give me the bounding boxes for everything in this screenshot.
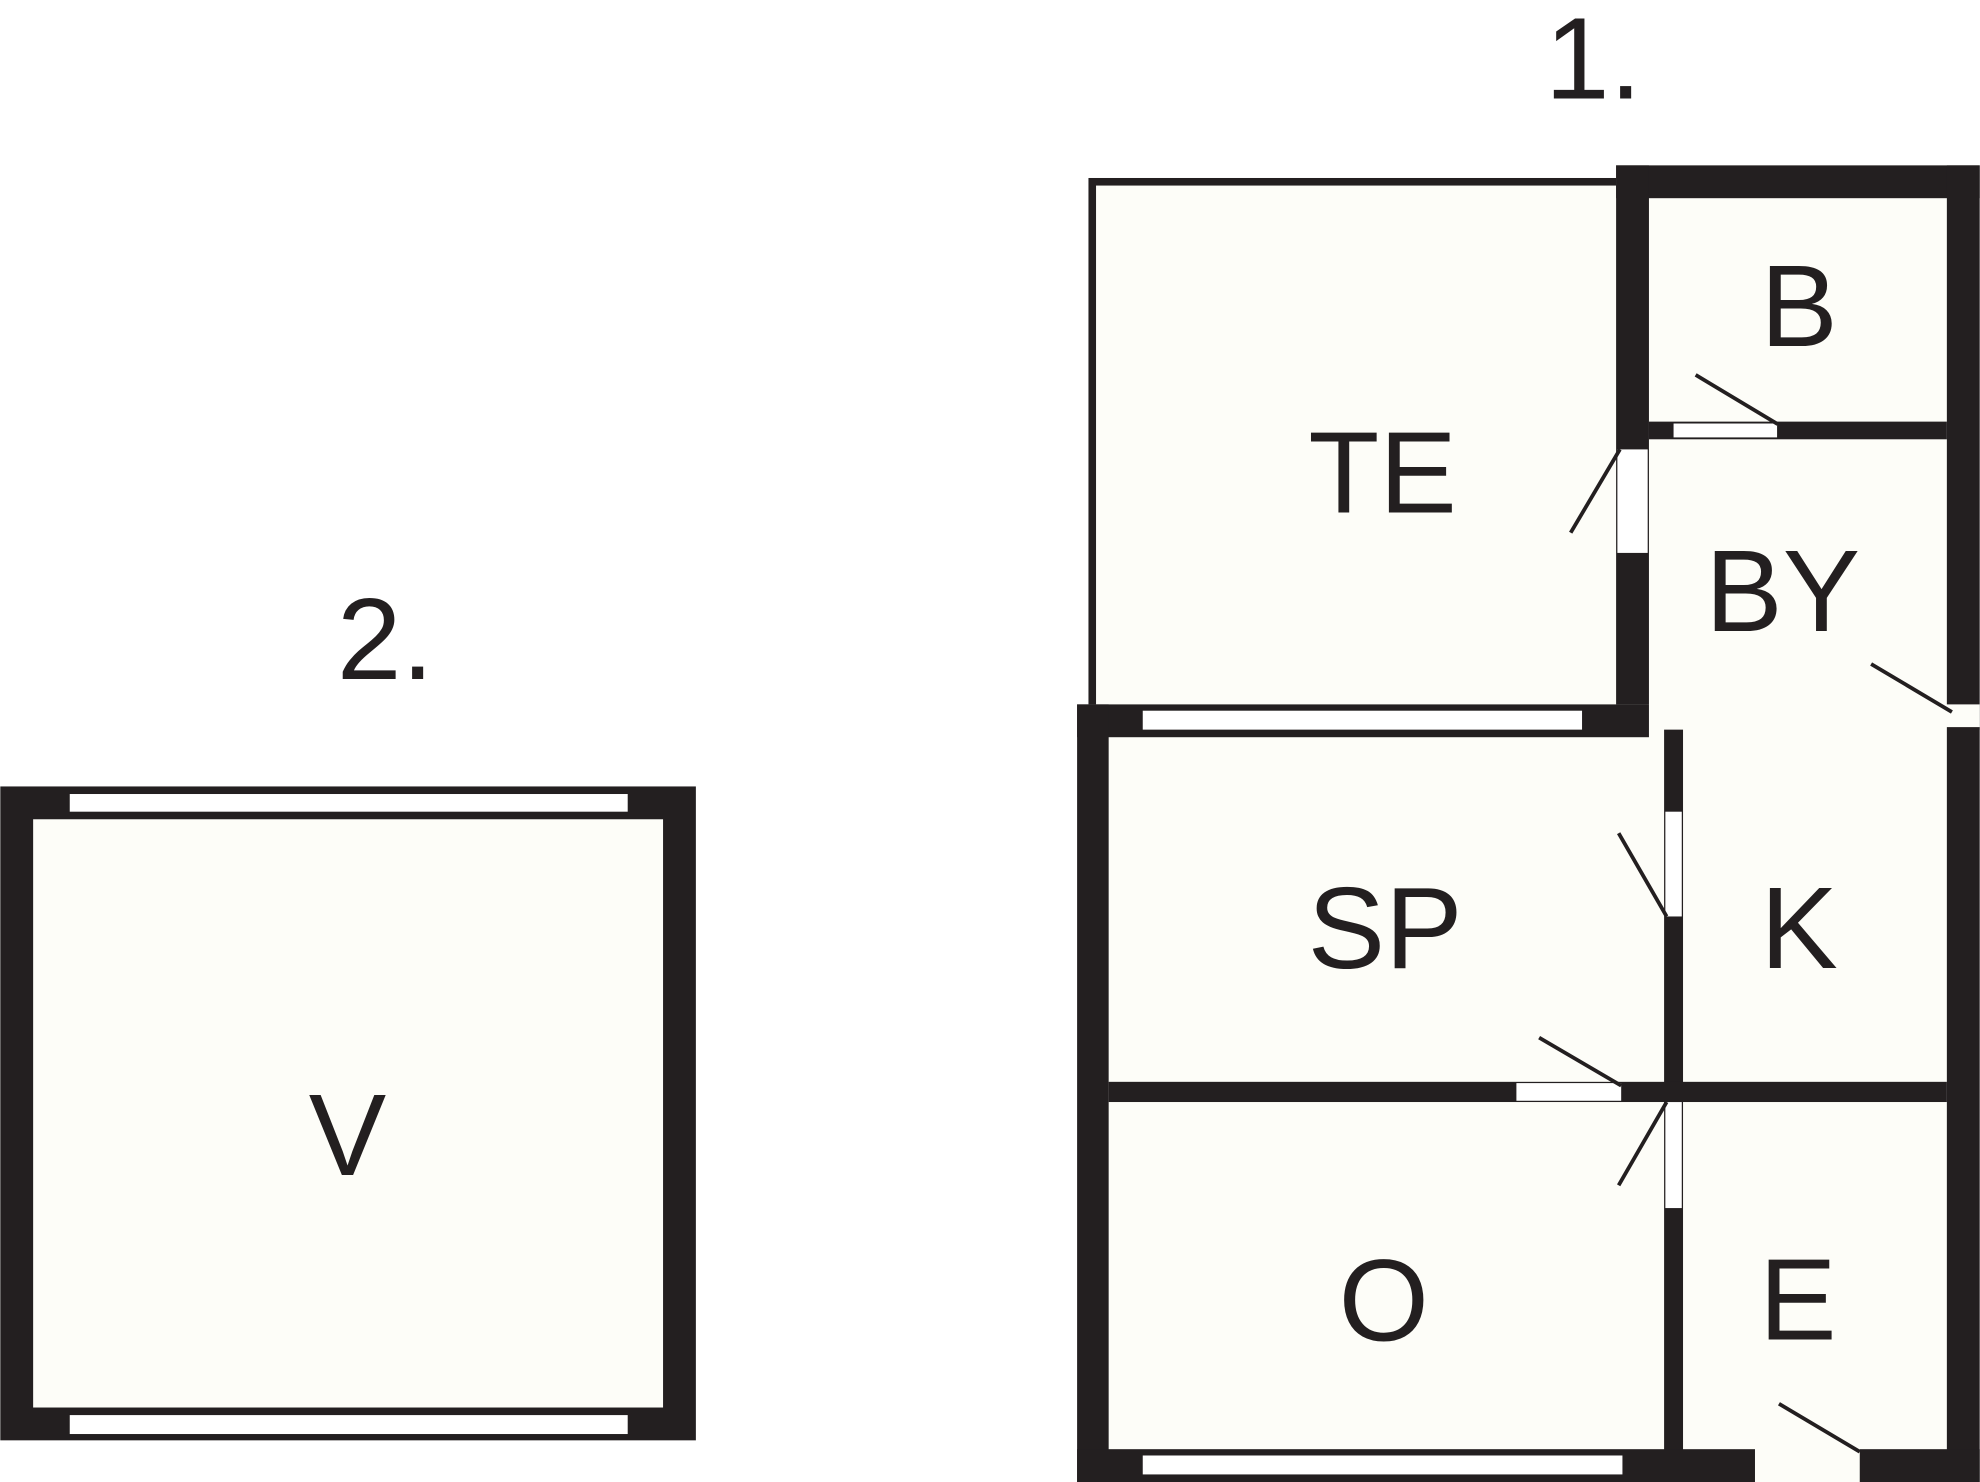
plan-1: 1. TE B BY bbox=[1077, 0, 1980, 1482]
wall bbox=[1616, 165, 1649, 733]
door-swing bbox=[1617, 832, 1669, 918]
doorway bbox=[1665, 811, 1682, 917]
door-swing bbox=[1778, 1402, 1861, 1454]
plan-1-number: 1. bbox=[1545, 0, 1642, 123]
doorway bbox=[1516, 1083, 1622, 1101]
wall bbox=[1077, 704, 1109, 1482]
plan-2: 2. V bbox=[0, 574, 696, 1441]
doorway bbox=[1617, 449, 1648, 553]
room-label-te: TE bbox=[1308, 408, 1456, 538]
door-swing bbox=[1617, 1101, 1669, 1187]
door-swing bbox=[1538, 1036, 1623, 1088]
room-label-v: V bbox=[309, 1070, 386, 1200]
room-label-by: BY bbox=[1705, 526, 1860, 656]
window bbox=[69, 1415, 628, 1435]
plan-2-number: 2. bbox=[337, 574, 434, 704]
window bbox=[1142, 1455, 1623, 1475]
room-b-by-floor bbox=[1616, 165, 1980, 730]
wall bbox=[1859, 1449, 1980, 1482]
room-v bbox=[33, 819, 664, 1408]
doorway bbox=[1665, 1102, 1682, 1209]
room-label-sp: SP bbox=[1308, 863, 1463, 993]
doorway bbox=[1672, 422, 1779, 439]
window bbox=[69, 794, 628, 812]
wall bbox=[1616, 165, 1980, 199]
room-te bbox=[1088, 177, 1624, 714]
window bbox=[1142, 710, 1583, 730]
room-label-e: E bbox=[1759, 1234, 1836, 1364]
room-label-k: K bbox=[1760, 863, 1837, 993]
door-swing bbox=[1870, 662, 1953, 714]
door-swing bbox=[1694, 373, 1779, 426]
room-label-o: O bbox=[1339, 1236, 1429, 1366]
wall bbox=[1946, 165, 1980, 730]
room-label-b: B bbox=[1760, 241, 1837, 371]
wall bbox=[1946, 727, 1980, 1482]
door-swing bbox=[1569, 448, 1622, 534]
